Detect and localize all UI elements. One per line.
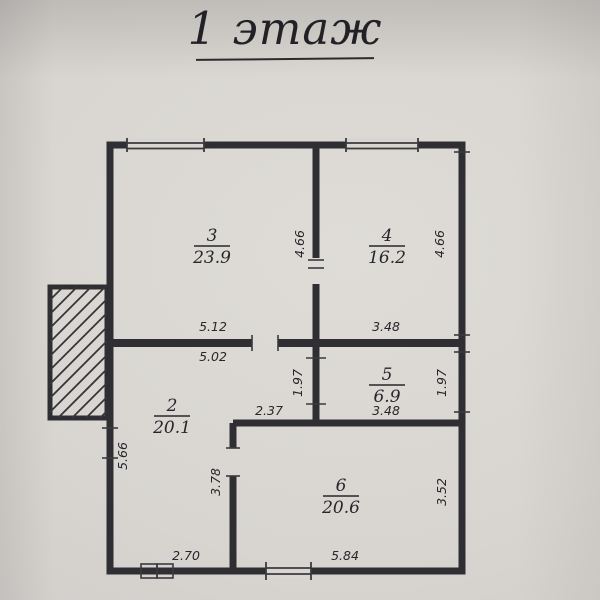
page-title: 1 этаж [187,2,383,55]
dim-room3-width: 5.12 [199,319,227,334]
dim-room2-left: 5.66 [115,442,130,470]
dimension-labels: 4.66 4.66 5.12 3.48 5.02 1.97 1.97 3.48 … [115,230,449,563]
room3-number: 3 [207,226,218,246]
window-room3-top [126,138,205,152]
walls [106,141,466,575]
room3-area: 23.9 [192,248,231,268]
room5-area: 6.9 [373,387,400,407]
dim-room6-bottom: 5.84 [331,548,359,563]
outer-walls [106,141,466,575]
entry-steps-bottom-left [140,563,174,579]
room4-area: 16.2 [368,248,406,268]
window-room4-top [345,138,419,152]
dim-room5-left: 1.97 [290,369,305,397]
porch-hatched-area [47,284,110,421]
room2-number: 2 [166,396,178,416]
room2-area: 20.1 [152,418,191,438]
window-room6-bottom [265,562,312,580]
room6-label: 6 20.6 [321,476,360,518]
room6-number: 6 [336,476,347,496]
room4-label: 4 16.2 [368,226,406,268]
room6-area: 20.6 [321,498,360,518]
dim-room4-width: 3.48 [372,319,400,334]
dim-room2-top: 5.02 [199,349,227,364]
dim-room5-width: 3.48 [372,403,400,418]
dim-room6-left: 3.78 [208,468,223,496]
dim-room2-nook: 2.37 [255,403,283,418]
dim-wall34: 4.66 [292,230,307,258]
room2-label: 2 20.1 [152,396,191,438]
dim-room6-right: 3.52 [434,478,449,506]
room3-label: 3 23.9 [192,226,231,268]
dim-room5-right: 1.97 [434,369,449,397]
room5-label: 5 6.9 [369,365,405,407]
dim-room4-right: 4.66 [432,230,447,258]
room5-number: 5 [382,365,393,385]
dim-room2-bottom: 2.70 [172,548,200,563]
room4-number: 4 [381,226,393,246]
dimension-ticks [102,151,470,477]
